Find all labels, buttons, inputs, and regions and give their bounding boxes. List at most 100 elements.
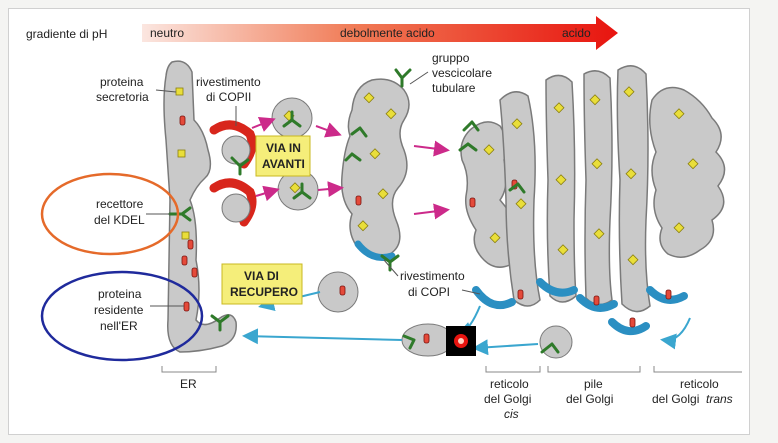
cargo-square (377, 188, 389, 200)
via-avanti-line2: AVANTI (262, 157, 305, 171)
cargo-square (357, 220, 369, 232)
ph-arrow (142, 16, 618, 50)
kdel-receptor (462, 120, 480, 132)
resident-protein (183, 301, 190, 312)
kdel-receptor (380, 254, 400, 272)
leader-line (461, 289, 481, 295)
ph-acid-label: acido (562, 26, 591, 40)
bracket-cis (485, 366, 541, 373)
kdel-receptor (230, 156, 250, 176)
structure-labels: proteina secretoria rivestimento di COPI… (94, 51, 492, 333)
kdel-receptor (458, 142, 478, 152)
retrieval-arrow-3 (472, 339, 539, 356)
vesicular-tubular-cluster (340, 78, 410, 258)
kdel-receptor (292, 182, 312, 200)
resident-protein (629, 317, 636, 328)
copi-coat-golgi-5 (646, 286, 688, 304)
copi-coat-golgi-3 (576, 294, 618, 312)
ph-label: gradiente di pH (26, 27, 107, 41)
resident-protein (181, 255, 188, 266)
bottom-brackets (161, 366, 742, 373)
label-proteina-residente-1: proteina (98, 287, 142, 301)
kdel-receptor (394, 68, 412, 88)
kdel-receptor (210, 314, 230, 332)
label-trans-3: trans (706, 392, 733, 406)
budding-vesicle-lower (221, 193, 251, 223)
forward-arrow-5 (413, 140, 450, 157)
label-rivestimento-copi-2: di COPI (408, 285, 450, 299)
pointer-dot-inner (458, 338, 464, 344)
cargo-square (623, 86, 635, 98)
er-compartment (163, 60, 237, 353)
copi-coat-golgi-1 (472, 286, 516, 309)
resident-protein (355, 195, 362, 206)
label-er: ER (180, 377, 197, 391)
cargo-square (553, 102, 565, 114)
label-gruppo-1: gruppo (432, 51, 470, 65)
golgi-trans-network (649, 86, 726, 258)
via-avanti-line1: VIA IN (266, 141, 301, 155)
ph-gradient: gradiente di pH neutro debolmente acido … (26, 16, 618, 50)
bottom-labels: ER reticolo del Golgi cis pile del Golgi… (180, 377, 733, 421)
resident-protein (665, 289, 672, 300)
resident-protein (517, 289, 524, 300)
resident-protein (423, 333, 430, 344)
label-pile-2: del Golgi (566, 392, 613, 406)
label-gruppo-2: vescicolare (432, 66, 492, 80)
label-cis-3: cis (504, 407, 519, 421)
label-rivestimento-copii-2: di COPII (206, 90, 251, 104)
label-trans-2: del Golgi (652, 392, 699, 406)
highlight-oval-resident (40, 270, 204, 362)
cargo-square (181, 231, 190, 240)
cargo-square (369, 148, 381, 160)
copi-coat-vtc (354, 240, 396, 261)
label-proteina-secretoria-2: secretoria (96, 90, 149, 104)
bracket-er (161, 366, 217, 373)
retrieval-vesicle-2 (539, 325, 573, 359)
resident-protein (179, 115, 186, 126)
label-proteina-residente-2: residente (94, 303, 144, 317)
cargo-square (289, 182, 301, 194)
bracket-trans (653, 366, 742, 373)
golgi-cisterna-3 (583, 70, 613, 306)
via-recupero-line1: VIA DI (244, 269, 279, 283)
via-recupero-background (221, 263, 303, 305)
label-pile-1: pile (584, 377, 603, 391)
highlight-oval-kdel (40, 172, 180, 256)
forward-arrow-6 (413, 203, 450, 220)
cargo-square (515, 198, 527, 210)
cargo-square (175, 87, 184, 96)
cargo-square (385, 108, 397, 120)
kdel-receptor (344, 152, 362, 162)
retrieval-arrow-2 (242, 328, 403, 345)
ph-neutral-label: neutro (150, 26, 184, 40)
label-recettore-1: recettore (96, 197, 144, 211)
leader-line (155, 89, 177, 93)
cargo-square (555, 174, 567, 186)
via-recupero-line2: RECUPERO (230, 285, 298, 299)
forward-arrows (251, 117, 450, 220)
label-rivestimento-copi-1: rivestimento (400, 269, 465, 283)
cargo-square (557, 244, 569, 256)
via-avanti-background (255, 135, 311, 177)
cargo-square (625, 168, 637, 180)
resident-protein (187, 239, 194, 250)
cargo-square (589, 94, 601, 106)
label-rivestimento-copii-1: rivestimento (196, 75, 261, 89)
golgi-cisterna-2 (545, 74, 577, 303)
label-trans-1: reticolo (680, 377, 719, 391)
via-recupero-box: VIA DI RECUPERO (221, 263, 303, 305)
leader-line (383, 259, 399, 277)
cargo-square (591, 158, 603, 170)
golgi-cisterna-1 (499, 91, 541, 307)
retrieval-arrow-5 (660, 317, 691, 350)
copi-coat-golgi-2 (536, 278, 578, 297)
via-avanti-box: VIA IN AVANTI (255, 135, 311, 177)
cargo-square (593, 228, 605, 240)
resident-protein (469, 197, 476, 208)
resident-protein (339, 285, 346, 296)
cargo-square (483, 144, 495, 156)
kdel-receptor (350, 126, 368, 138)
